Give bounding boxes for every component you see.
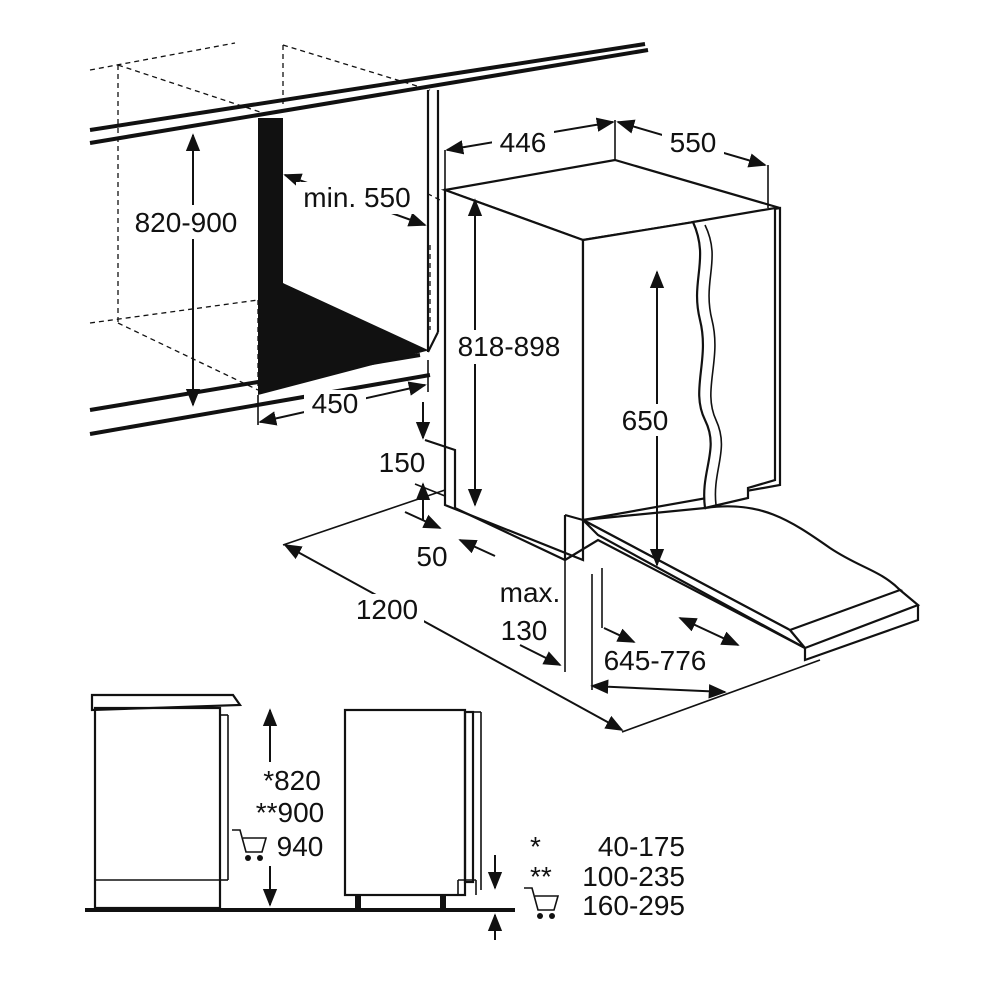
niche-drawing: 820-900 min. 550 450 xyxy=(89,42,649,436)
appliance-height-label: 818-898 xyxy=(458,331,561,362)
legend: * 40-175 ** 100-235 160-295 xyxy=(524,831,685,921)
max-value-label: 130 xyxy=(501,615,548,646)
worktop-top-edge xyxy=(89,42,646,132)
side-view-body xyxy=(343,708,467,897)
door-panel-depth-label: 645-776 xyxy=(604,645,707,676)
height-variant-1: *820 xyxy=(263,765,321,796)
niche-wall-shading xyxy=(258,118,430,395)
legend-mark-2: ** xyxy=(530,861,552,892)
shopping-cart-icon xyxy=(524,887,560,919)
clearance-label: 1200 xyxy=(356,594,418,625)
door-height-label: 650 xyxy=(622,405,669,436)
appliance-side xyxy=(443,188,585,562)
legend-mark-1: * xyxy=(530,831,541,862)
niche-height-label: 820-900 xyxy=(135,207,238,238)
legend-value-2: 100-235 xyxy=(582,861,685,892)
niche-width-label: 450 xyxy=(312,388,359,419)
appliance-drawing: 446 550 818-898 650 150 50 1200 max. 130 xyxy=(282,117,921,733)
max-label: max. xyxy=(500,577,561,608)
floor-base-outline xyxy=(564,538,920,662)
appliance-depth-label: 550 xyxy=(670,127,717,158)
side-view-foot xyxy=(355,895,361,909)
max-arrow xyxy=(519,644,562,666)
legend-value-3: 160-295 xyxy=(582,890,685,921)
height-worktop xyxy=(90,693,243,712)
door-panel xyxy=(691,206,777,510)
worktop-front-edge xyxy=(89,48,649,145)
side-view-foot xyxy=(440,895,446,909)
clearance-arrow xyxy=(283,544,624,731)
height-variant-3: 940 xyxy=(277,831,324,862)
plinth-outline xyxy=(424,438,566,561)
plinth-depth-arrow-left xyxy=(404,511,442,529)
plinth-height-label: 150 xyxy=(379,447,426,478)
appliance-width-label: 446 xyxy=(500,127,547,158)
plinth-depth-arrow-right xyxy=(458,539,496,557)
height-variants-drawing: *820 **900 940 xyxy=(85,693,515,912)
niche-depth-label: min. 550 xyxy=(303,182,410,213)
height-variant-2: **900 xyxy=(256,797,325,828)
door-slide-arrow xyxy=(678,617,740,646)
door-panel-depth-arrow xyxy=(590,679,727,699)
side-view-drawing xyxy=(343,708,503,940)
legend-value-1: 40-175 xyxy=(598,831,685,862)
height-cabinet xyxy=(93,706,222,910)
shopping-cart-icon xyxy=(232,829,268,861)
plinth-depth-label: 50 xyxy=(416,541,447,572)
